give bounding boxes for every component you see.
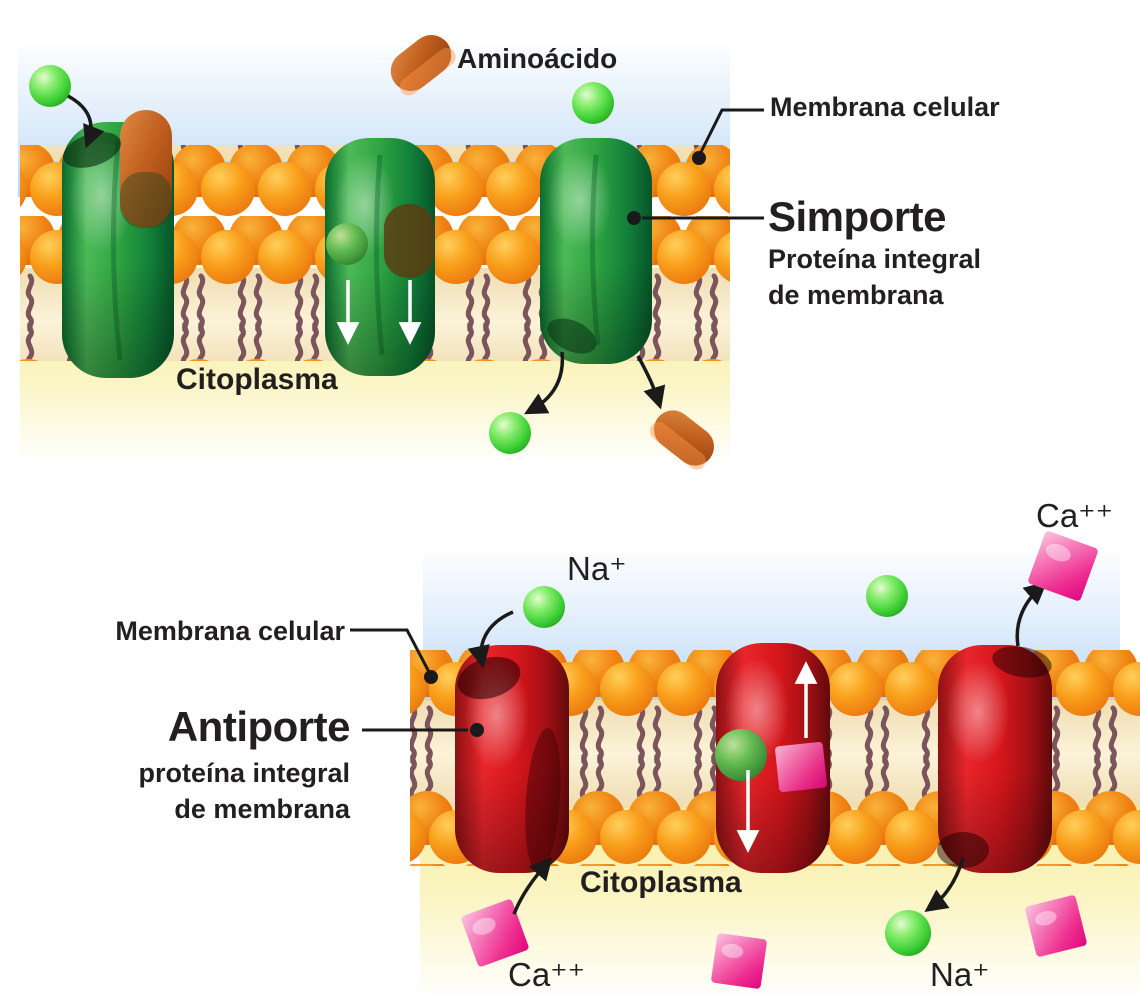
antiport-protein-middle bbox=[715, 643, 830, 873]
aminoacid-capsule-docking bbox=[120, 110, 172, 228]
ca-ion-cytoplasm-left bbox=[461, 899, 529, 967]
ca-ion-cytoplasm-middle bbox=[711, 933, 767, 989]
na-ion-extracellular-left bbox=[29, 65, 71, 107]
cytoplasm-label-top: Citoplasma bbox=[176, 363, 338, 396]
dark-streak bbox=[525, 728, 561, 872]
na-ion-cytoplasm bbox=[489, 412, 531, 454]
leader-line-membrane-top bbox=[697, 108, 764, 157]
aminoacid-label: Aminoácido bbox=[457, 43, 617, 74]
aminoacid-capsule-free-top bbox=[390, 34, 456, 96]
cytoplasm-label-bottom: Citoplasma bbox=[580, 866, 742, 899]
aminoacid-in-channel bbox=[384, 204, 434, 278]
symport-protein-right bbox=[540, 138, 652, 364]
arrow-ca-into-antiport bbox=[512, 856, 553, 915]
arrow-aminoacid-released bbox=[636, 355, 666, 410]
na-label-top: Na⁺ bbox=[567, 550, 627, 587]
binding-site-shadow bbox=[63, 132, 121, 168]
antiporte-desc-line2: de membrana bbox=[174, 794, 351, 824]
simporte-title: Simporte bbox=[768, 193, 946, 240]
leader-dot-membrane-top bbox=[692, 151, 706, 165]
na-ion-in-channel bbox=[326, 223, 368, 265]
na-exit-shadow bbox=[937, 832, 989, 868]
aminoacid-capsule-cytoplasm bbox=[649, 410, 715, 470]
ca-ion-cytoplasm-right bbox=[1025, 895, 1087, 957]
simporte-diagram: Aminoácido Membrana celular Simporte Pro… bbox=[18, 34, 1000, 470]
symport-protein-middle bbox=[325, 138, 435, 376]
membrane-label-top: Membrana celular bbox=[770, 92, 1000, 122]
antiport-protein-right bbox=[937, 645, 1052, 873]
na-ion-extracellular-mid bbox=[572, 82, 614, 124]
ca-label-bottom: Ca⁺⁺ bbox=[508, 956, 585, 993]
ca-ion-extracellular bbox=[1028, 531, 1098, 601]
ca-exit-shadow bbox=[992, 646, 1052, 678]
simporte-desc-line2: de membrana bbox=[768, 280, 945, 310]
na-label-bottom: Na⁺ bbox=[930, 956, 990, 993]
symport-protein-left bbox=[62, 110, 174, 378]
antiport-protein-left bbox=[455, 645, 569, 873]
na-ion-cytoplasm-released bbox=[885, 910, 931, 956]
arrow-ion-released bbox=[524, 351, 565, 415]
arrow-ca-out-top bbox=[1015, 581, 1048, 647]
ca-label-top: Ca⁺⁺ bbox=[1036, 497, 1113, 534]
leader-dot-simporte bbox=[627, 211, 641, 225]
antiporte-diagram: Na⁺ Ca⁺⁺ Membrana celular Antiporte prot… bbox=[115, 497, 1140, 1000]
leader-line-membrane-bottom bbox=[350, 628, 431, 673]
membrane-label-bottom: Membrana celular bbox=[115, 616, 345, 646]
arrow-na-into-antiport bbox=[467, 610, 514, 669]
arrow-na-out-bottom bbox=[924, 857, 965, 912]
release-site-shadow bbox=[547, 318, 597, 354]
na-ion-in-antiport bbox=[715, 729, 767, 781]
ca-ion-in-antiport bbox=[775, 742, 827, 792]
leader-dot-antiporte bbox=[470, 723, 484, 737]
antiporte-desc-line1: proteína integral bbox=[138, 758, 350, 788]
na-ion-extracellular bbox=[523, 586, 565, 628]
antiporte-title: Antiporte bbox=[168, 703, 350, 750]
leader-dot-membrane-bottom bbox=[424, 670, 438, 684]
na-ion-free-extracellular bbox=[866, 575, 908, 617]
simporte-desc-line1: Proteína integral bbox=[768, 244, 981, 274]
arrow-ion-into-symport bbox=[67, 94, 105, 149]
